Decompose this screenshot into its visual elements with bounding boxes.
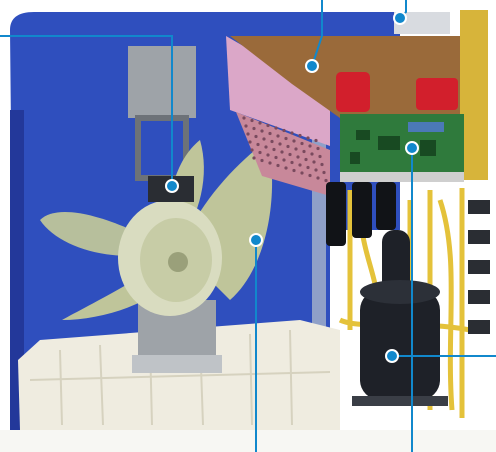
grille-hole: [276, 134, 279, 137]
grille-hole: [268, 161, 271, 164]
grille-hole: [248, 140, 251, 143]
grille-hole: [294, 147, 297, 150]
grille-hole: [308, 174, 311, 177]
grille-hole: [274, 156, 277, 159]
grille-hole: [280, 150, 283, 153]
grille-hole: [264, 145, 267, 148]
grille-hole: [250, 148, 253, 151]
capacitor-left: [336, 72, 370, 112]
grille-hole: [290, 131, 293, 134]
grille-hole: [260, 129, 263, 132]
grille-hole: [250, 119, 253, 122]
compressor-body: [360, 290, 440, 400]
grille-hole: [300, 142, 303, 145]
fan-hub-center: [168, 252, 188, 272]
grille-hole: [316, 147, 319, 150]
grille-hole: [296, 155, 299, 158]
grille-hole: [302, 150, 305, 153]
grille-hole: [268, 132, 271, 135]
pcb-terminals: [340, 172, 464, 182]
grille-hole: [276, 164, 279, 167]
callout-dot-electrical-box: [306, 60, 318, 72]
grille-hole: [260, 159, 263, 162]
motor-bracket-top: [128, 46, 196, 118]
grille-hole: [298, 134, 301, 137]
grille-hole: [282, 129, 285, 132]
grille-hole: [274, 126, 277, 129]
grille-hole: [314, 139, 317, 142]
grille-hole: [262, 137, 265, 140]
grille-hole: [308, 144, 311, 147]
grille-hole: [258, 121, 261, 124]
grille-hole: [266, 153, 269, 156]
callout-dot-control-board: [406, 142, 418, 154]
floor: [0, 430, 496, 452]
compressor-mount: [352, 396, 448, 406]
grille-hole: [300, 171, 303, 174]
control-board: [340, 114, 464, 182]
grille-hole: [320, 163, 323, 166]
grille-hole: [246, 132, 249, 135]
grille-hole: [306, 136, 309, 139]
grille-hole: [252, 156, 255, 159]
callout-dot-fan-motor: [166, 180, 178, 192]
grille-hole: [306, 166, 309, 169]
grille-hole: [304, 158, 307, 161]
grille-hole: [310, 152, 313, 155]
compressor-top: [360, 280, 440, 304]
grille-hole: [282, 158, 285, 161]
grille-hole: [256, 143, 259, 146]
grille-hole: [244, 124, 247, 127]
grille-hole: [316, 176, 319, 179]
grille-hole: [298, 163, 301, 166]
grille-hole: [292, 169, 295, 172]
callout-dot-compressor: [386, 350, 398, 362]
grille-hole: [288, 153, 291, 156]
grille-hole: [312, 160, 315, 163]
motor-bracket-foot: [132, 355, 222, 373]
grille-hole: [258, 151, 261, 154]
grille-hole: [284, 166, 287, 169]
grille-hole: [286, 145, 289, 148]
callout-dot-top-sensor: [394, 12, 406, 24]
grille-hole: [290, 161, 293, 164]
grille-hole: [318, 155, 321, 158]
grille-hole: [278, 142, 281, 145]
grille-hole: [270, 140, 273, 143]
ebox-side-panel: [460, 10, 488, 180]
grille-hole: [252, 127, 255, 130]
grille-hole: [242, 116, 245, 119]
capacitor-right: [416, 78, 458, 110]
grille-hole: [292, 139, 295, 142]
callout-dot-fan-blade: [250, 234, 262, 246]
grille-hole: [272, 148, 275, 151]
grille-hole: [314, 168, 317, 171]
grille-hole: [266, 124, 269, 127]
grille-hole: [284, 137, 287, 140]
grille-hole: [322, 171, 325, 174]
grille-hole: [254, 135, 257, 138]
grille-hole: [324, 179, 327, 182]
